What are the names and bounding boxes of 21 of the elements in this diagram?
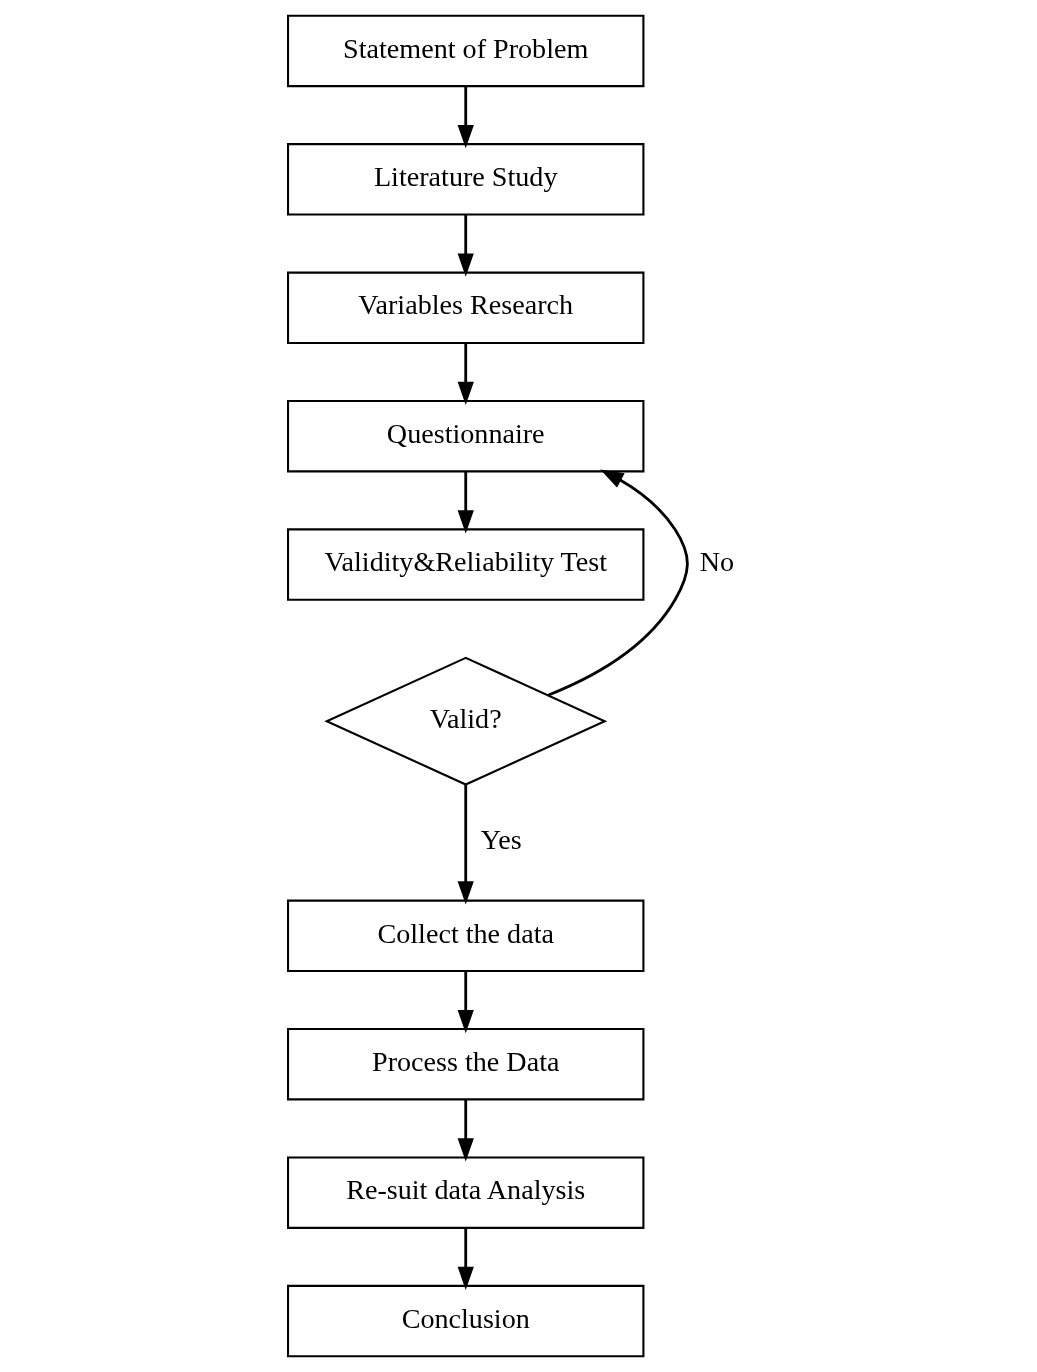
node-box: Variables Research: [287, 271, 645, 344]
edge-label: Yes: [480, 824, 522, 856]
arrow: [457, 784, 474, 905]
arrow: [457, 343, 474, 406]
arrow: [457, 1227, 474, 1291]
node-box: Collect the data: [287, 899, 645, 973]
edge-label: No: [699, 546, 735, 578]
arrow: [457, 471, 474, 534]
node-box: Literature Study: [287, 143, 645, 216]
arrow: [457, 1099, 474, 1162]
arrow: [457, 971, 474, 1034]
node-diamond: Valid?: [324, 656, 608, 786]
node-box: Statement of Problem: [287, 14, 645, 88]
arrow: [457, 86, 474, 149]
node-box: Process the Data: [287, 1028, 645, 1101]
node-box: Conclusion: [287, 1284, 645, 1358]
node-box: Re-suit data Analysis: [287, 1156, 645, 1229]
arrow: [547, 469, 689, 697]
node-box: Validity&Reliability Test: [287, 528, 645, 601]
node-box: Questionnaire: [287, 399, 645, 473]
arrow: [457, 214, 474, 277]
